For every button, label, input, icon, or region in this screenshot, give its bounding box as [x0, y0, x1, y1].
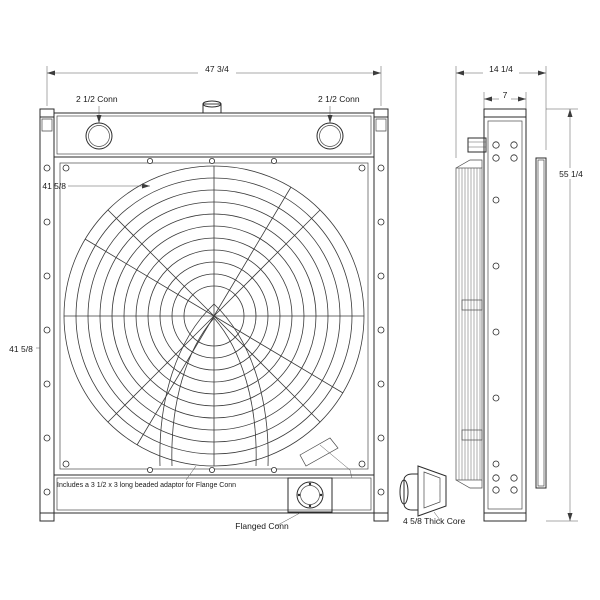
side-top-fitting	[467, 137, 487, 153]
dim-side-depth: 14 1/4	[489, 64, 513, 74]
side-view	[455, 108, 547, 522]
drawing-labels: Includes a 3 1/2 x 3 long beaded adaptor…	[57, 482, 465, 531]
side-core-fins	[455, 159, 483, 489]
flanged-conn-leader	[275, 512, 301, 527]
fan-guard	[63, 165, 365, 467]
adaptor-note-leader	[185, 437, 353, 481]
front-dimensions: 47 3/4 41 5/8 41 5/8 2 1/2 Conn 2 1/2 Co…	[9, 64, 382, 354]
frame-bolts	[43, 157, 385, 496]
flange-adaptor-detail	[399, 465, 447, 521]
dim-core-width: 41 5/8	[42, 181, 66, 191]
side-dimensions: 14 1/4 7 55 1/4	[455, 64, 586, 522]
dim-side-inner: 7	[503, 90, 508, 100]
dim-core-height: 41 5/8	[9, 344, 33, 354]
dim-overall-width: 47 3/4	[205, 64, 229, 74]
label-conn-left: 2 1/2 Conn	[76, 94, 118, 104]
dim-overall-height: 55 1/4	[559, 169, 583, 179]
side-right-rail	[535, 157, 547, 489]
label-adaptor-note: Includes a 3 1/2 x 3 long beaded adaptor…	[57, 482, 236, 489]
bottom-tank	[53, 474, 375, 514]
label-conn-right: 2 1/2 Conn	[318, 94, 360, 104]
label-flanged-conn: Flanged Conn	[235, 521, 289, 531]
front-view	[39, 100, 389, 527]
side-bolts	[492, 141, 518, 494]
label-thick-core: 4 5/8 Thick Core	[403, 516, 465, 526]
side-mid-fitting	[461, 299, 483, 441]
